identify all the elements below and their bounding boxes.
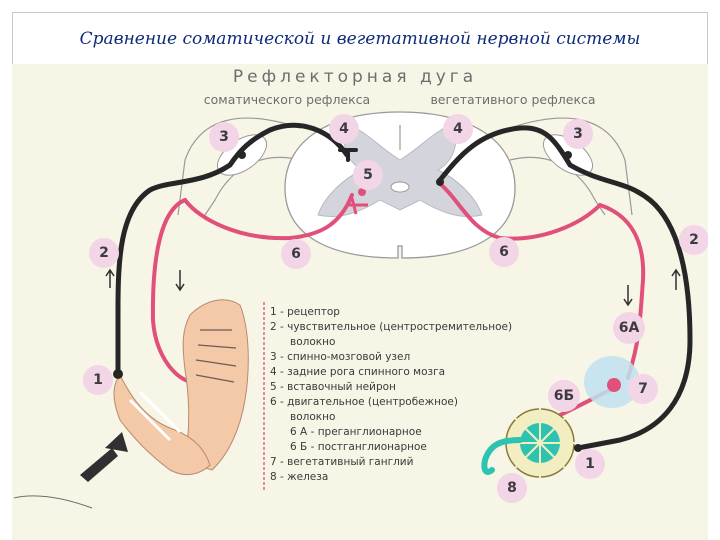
interneuron <box>238 148 572 215</box>
svg-text:3: 3 <box>219 129 229 145</box>
svg-text:2: 2 <box>689 232 699 248</box>
svg-text:7: 7 <box>638 381 648 397</box>
svg-text:5: 5 <box>363 167 373 183</box>
svg-text:4: 4 <box>339 121 349 137</box>
diagram-panel: Рефлекторная дуга соматического рефлекса… <box>12 64 708 540</box>
legend-item: 1 - рецептор <box>270 306 340 318</box>
subheading-autonomic: вегетативного рефлекса <box>430 92 595 107</box>
legend-item: 6 А - преганглионарное <box>270 426 422 438</box>
marker-3-right <box>563 119 593 149</box>
diagram-heading: Рефлекторная дуга <box>233 67 477 87</box>
svg-text:4: 4 <box>453 121 463 137</box>
receptor-left <box>113 369 123 379</box>
reflex-arc-diagram: Рефлекторная дуга соматического рефлекса… <box>13 67 708 509</box>
arm-illustration <box>13 299 249 509</box>
hand-outline <box>13 495 93 509</box>
svg-text:3: 3 <box>573 126 583 142</box>
gland <box>481 408 582 478</box>
subheading-somatic: соматического рефлекса <box>204 92 370 107</box>
legend-item: 6 - двигательное (центробежное) <box>270 396 458 408</box>
marker-6a <box>613 312 645 344</box>
spinal-nerve-outline <box>177 117 633 216</box>
legend-item: 4 - задние рога спинного мозга <box>270 366 445 378</box>
central-canal <box>390 181 410 193</box>
svg-text:6Б: 6Б <box>554 388 574 404</box>
arrow-down-icon <box>623 285 633 307</box>
legend-item: 7 - вегетативный ганглий <box>270 456 413 468</box>
arrow-down-icon <box>175 270 185 292</box>
legend-item: 8 - железа <box>270 471 328 483</box>
svg-text:2: 2 <box>99 245 109 261</box>
spinal-cord-section <box>284 111 516 259</box>
marker-3-left <box>209 122 239 152</box>
legend-item: 6 Б - постганглионарное <box>270 441 427 453</box>
svg-text:1: 1 <box>585 456 595 472</box>
marker-4-left <box>329 114 359 144</box>
marker-group: 1 2 3 4 5 6 4 3 2 6 6А 6Б 7 1 8 <box>83 114 708 503</box>
svg-text:6А: 6А <box>619 320 640 336</box>
legend-item: 2 - чувствительное (центростремительное) <box>270 321 512 333</box>
marker-4-right <box>443 114 473 144</box>
marker-6-right <box>489 237 519 267</box>
page-title: Сравнение соматической и вегетативной не… <box>12 12 708 64</box>
arrow-up-icon <box>671 268 681 290</box>
legend-item: 5 - вставочный нейрон <box>270 381 396 393</box>
marker-6-left <box>281 239 311 269</box>
marker-2-right <box>679 225 708 255</box>
svg-text:8: 8 <box>507 480 517 496</box>
sensory-fibers <box>115 122 693 451</box>
legend: 1 - рецептор 2 - чувствительное (центрос… <box>263 302 512 490</box>
marker-5 <box>353 160 383 190</box>
svg-text:6: 6 <box>499 244 509 260</box>
marker-6b <box>548 380 580 412</box>
stimulus-arrow-icon <box>80 432 128 482</box>
svg-text:6: 6 <box>291 246 301 262</box>
marker-2-left <box>89 238 119 268</box>
svg-text:1: 1 <box>93 372 103 388</box>
legend-item: 3 - спинно-мозговой узел <box>270 351 410 363</box>
legend-item: волокно <box>270 336 335 348</box>
arrow-up-icon <box>105 268 115 288</box>
marker-1-left <box>83 365 113 395</box>
legend-item: волокно <box>270 411 335 423</box>
ganglion-neuron <box>607 378 621 392</box>
marker-7 <box>628 374 658 404</box>
marker-1-right <box>575 449 605 479</box>
marker-8 <box>497 473 527 503</box>
